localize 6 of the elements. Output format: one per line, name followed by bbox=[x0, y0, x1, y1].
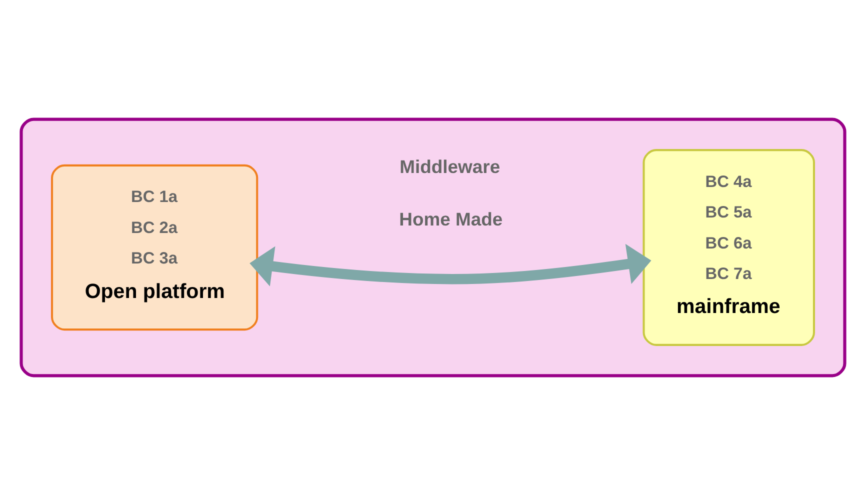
cluster bbox=[20, 117, 846, 377]
arrow bbox=[250, 243, 652, 286]
node-box: BC 4a BC 5a BC 6a BC 7a mainframe bbox=[642, 148, 816, 346]
edge-label: Home Made bbox=[399, 208, 503, 229]
label: Middleware bbox=[400, 156, 500, 177]
node-box: BC 1a BC 2a BC 3a Open platform bbox=[50, 164, 258, 330]
